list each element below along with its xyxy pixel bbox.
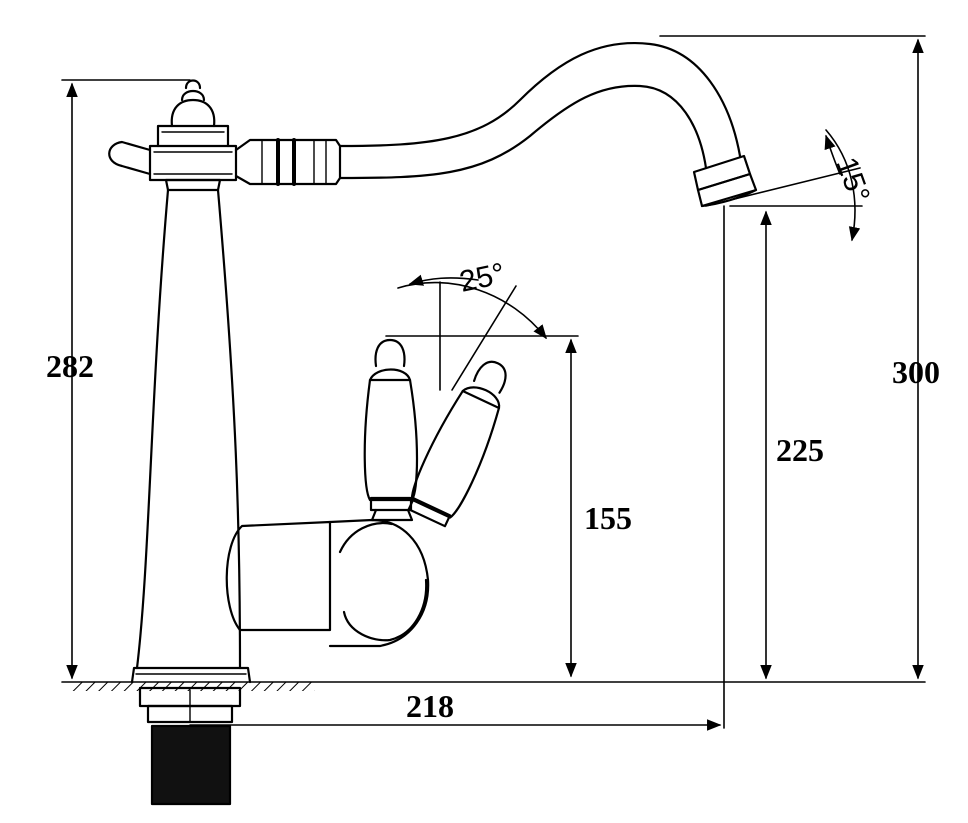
base-ring (130, 666, 252, 684)
cartridge-housing (328, 518, 430, 648)
handle-angle-label: 25° (457, 257, 508, 299)
handle-tilted (407, 360, 507, 528)
mounting-shank (138, 686, 242, 806)
ground (61, 681, 926, 691)
spout-reach-label: 218 (406, 688, 454, 724)
handle-height-label: 155 (584, 500, 632, 536)
top-finial (108, 79, 238, 192)
faucet-body (135, 188, 332, 670)
body-height-label: 282 (46, 348, 94, 384)
extension-lines (61, 35, 926, 729)
spout-height-label: 300 (892, 354, 940, 390)
outlet-angle-label: 15° (829, 153, 876, 207)
spout (338, 42, 758, 208)
spout-collar (234, 138, 342, 186)
outlet-height-label: 225 (776, 432, 824, 468)
handle-upright (363, 338, 419, 522)
dimension-lines (66, 38, 924, 731)
outlet-angle-marker (705, 129, 863, 242)
